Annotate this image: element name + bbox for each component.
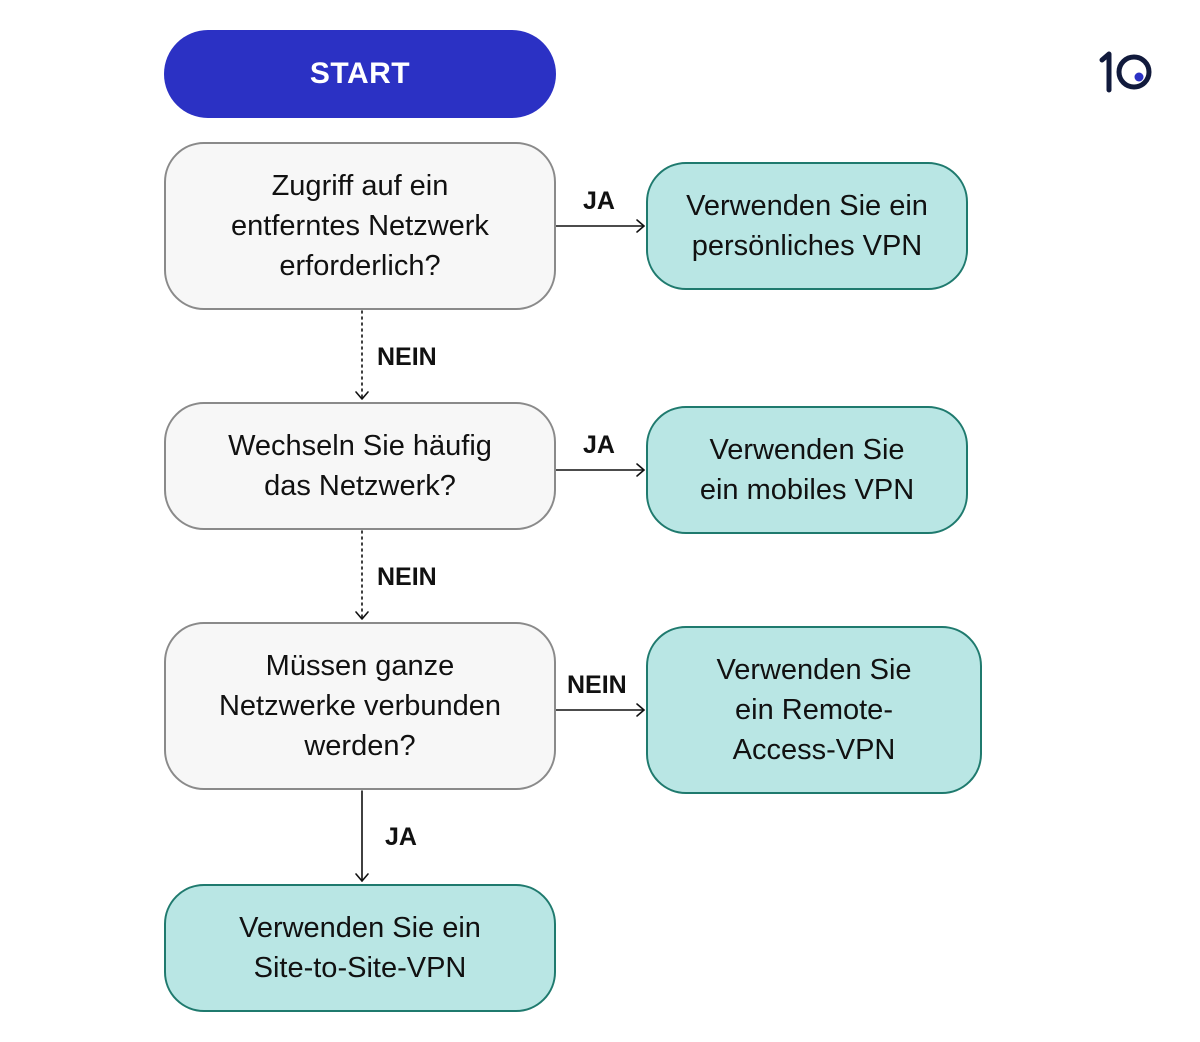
result-remote-access-vpn: Verwenden Sie ein Remote- Access-VPN (646, 626, 982, 794)
start-node: START (164, 30, 556, 118)
arrowhead-q1-to-q2 (355, 391, 369, 400)
edge-label-q3-yes: JA (385, 823, 417, 851)
edge-label-q3-no: NEIN (567, 671, 627, 699)
edge-label-q1-yes: JA (583, 187, 615, 215)
arrowhead-q2-to-result2 (636, 463, 645, 477)
question-remote-access: Zugriff auf ein entferntes Netzwerk erfo… (164, 142, 556, 310)
edge-label-q2-no: NEIN (377, 563, 437, 591)
result-personal-vpn: Verwenden Sie ein persönliches VPN (646, 162, 968, 290)
arrowhead-q3-to-result3 (636, 703, 645, 717)
arrowhead-q2-to-q3 (355, 611, 369, 620)
edge-label-q2-yes: JA (583, 431, 615, 459)
question-connect-networks: Müssen ganze Netzwerke verbunden werden? (164, 622, 556, 790)
brand-logo (1099, 51, 1152, 93)
result-site-to-site-vpn: Verwenden Sie ein Site-to-Site-VPN (164, 884, 556, 1012)
arrowhead-q1-to-result1 (636, 219, 645, 233)
question-network-change: Wechseln Sie häufig das Netzwerk? (164, 402, 556, 530)
arrowhead-q3-to-result4 (355, 873, 369, 882)
result-mobile-vpn: Verwenden Sie ein mobiles VPN (646, 406, 968, 534)
edge-label-q1-no: NEIN (377, 343, 437, 371)
